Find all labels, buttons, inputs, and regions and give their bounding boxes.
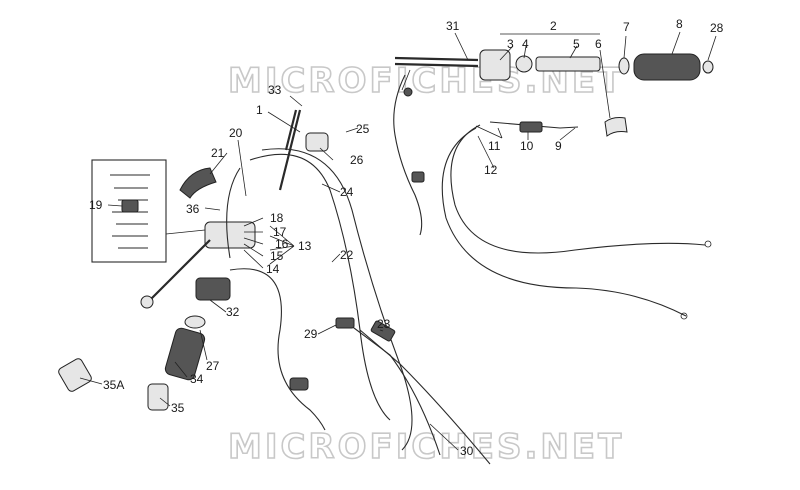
- label-14: 14: [266, 262, 280, 276]
- label-22: 22: [340, 248, 354, 262]
- label-10: 10: [520, 139, 534, 153]
- label-5: 5: [573, 37, 580, 51]
- handlebar: [278, 109, 329, 191]
- label-25: 25: [356, 122, 370, 136]
- label-11: 11: [488, 139, 501, 153]
- label-2: 2: [550, 19, 557, 33]
- watermark-bottom: MICROFICHES.NET: [228, 427, 624, 467]
- label-34: 34: [190, 372, 204, 386]
- label-32: 32: [226, 305, 240, 319]
- label-7: 7: [623, 20, 630, 34]
- label-28: 28: [710, 21, 724, 35]
- central-cables: [226, 148, 491, 465]
- label-1: 1: [256, 103, 263, 117]
- label-15: 15: [270, 249, 284, 263]
- label-33: 33: [268, 83, 282, 97]
- leader-lines: [79, 31, 717, 451]
- label-19: 19: [89, 198, 103, 212]
- label-6: 6: [595, 37, 602, 51]
- label-4: 4: [522, 37, 529, 51]
- label-30: 30: [460, 444, 474, 458]
- label-23: 23: [377, 317, 391, 331]
- label-26: 26: [350, 153, 364, 167]
- throttle-grip-assembly: [393, 49, 714, 236]
- label-36: 36: [186, 202, 200, 216]
- label-31: 31: [446, 19, 460, 33]
- left-lever-assembly: [91, 159, 256, 309]
- label-13: 13: [298, 239, 312, 253]
- label-3: 3: [507, 37, 514, 51]
- part-labels: 1 2 3 4 5 6 7 8 28 31 33 25 26 24 20 21 …: [89, 17, 724, 458]
- label-8: 8: [676, 17, 683, 31]
- label-27: 27: [206, 359, 220, 373]
- label-35: 35: [171, 401, 185, 415]
- label-29: 29: [304, 327, 318, 341]
- label-24: 24: [340, 185, 354, 199]
- label-16: 16: [275, 237, 289, 251]
- label-21: 21: [211, 146, 225, 160]
- label-12: 12: [484, 163, 498, 177]
- throttle-cables: [441, 121, 712, 320]
- label-18: 18: [270, 211, 284, 225]
- label-20: 20: [229, 126, 243, 140]
- label-17: 17: [273, 225, 287, 239]
- label-35A: 35A: [103, 378, 124, 392]
- label-9: 9: [555, 139, 562, 153]
- left-grip-parts: [58, 315, 206, 411]
